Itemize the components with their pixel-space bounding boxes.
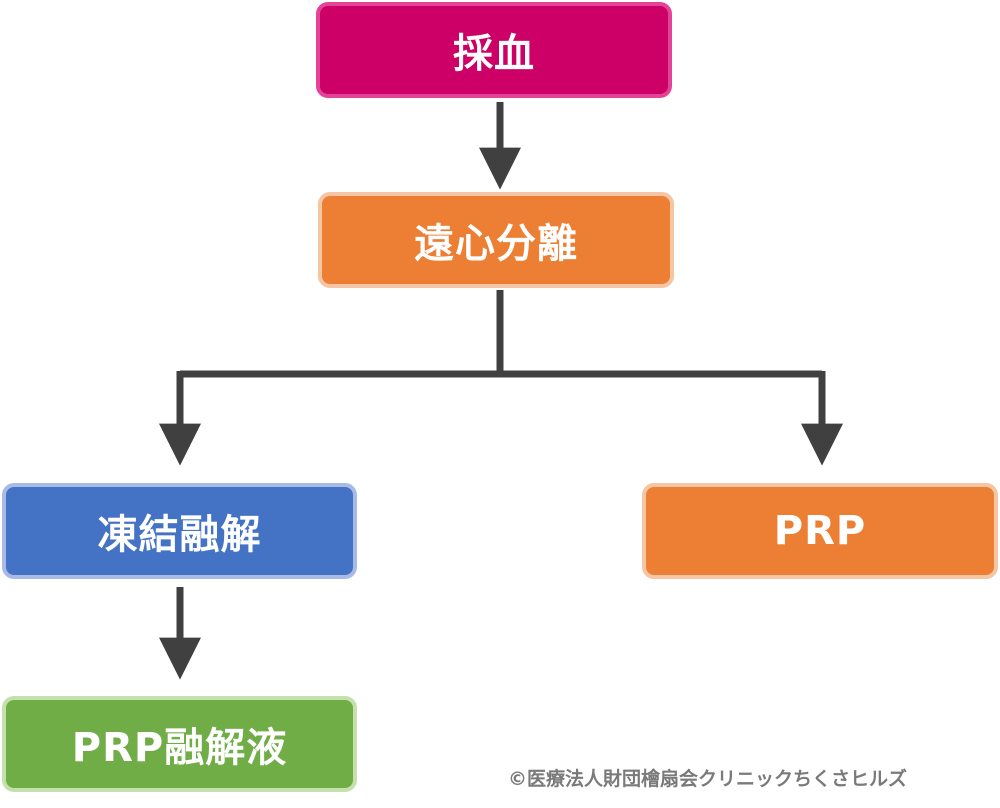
node-centrifuge-label: 遠心分離 [414,221,578,267]
node-prp-label: PRP [773,508,867,554]
node-blood-draw: 採血 [316,2,672,98]
copyright-notice: ©医療法人財団檜扇会クリニックちくさヒルズ [508,768,908,790]
node-prp-thaw-liquid-label: PRP融解液 [71,725,288,771]
node-prp: PRP [642,483,998,579]
node-centrifuge: 遠心分離 [318,192,674,288]
node-freeze-thaw: 凍結融解 [2,483,357,579]
node-blood-draw-label: 採血 [453,31,535,77]
node-freeze-thaw-label: 凍結融解 [97,512,262,558]
node-prp-thaw-liquid: PRP融解液 [2,696,357,792]
